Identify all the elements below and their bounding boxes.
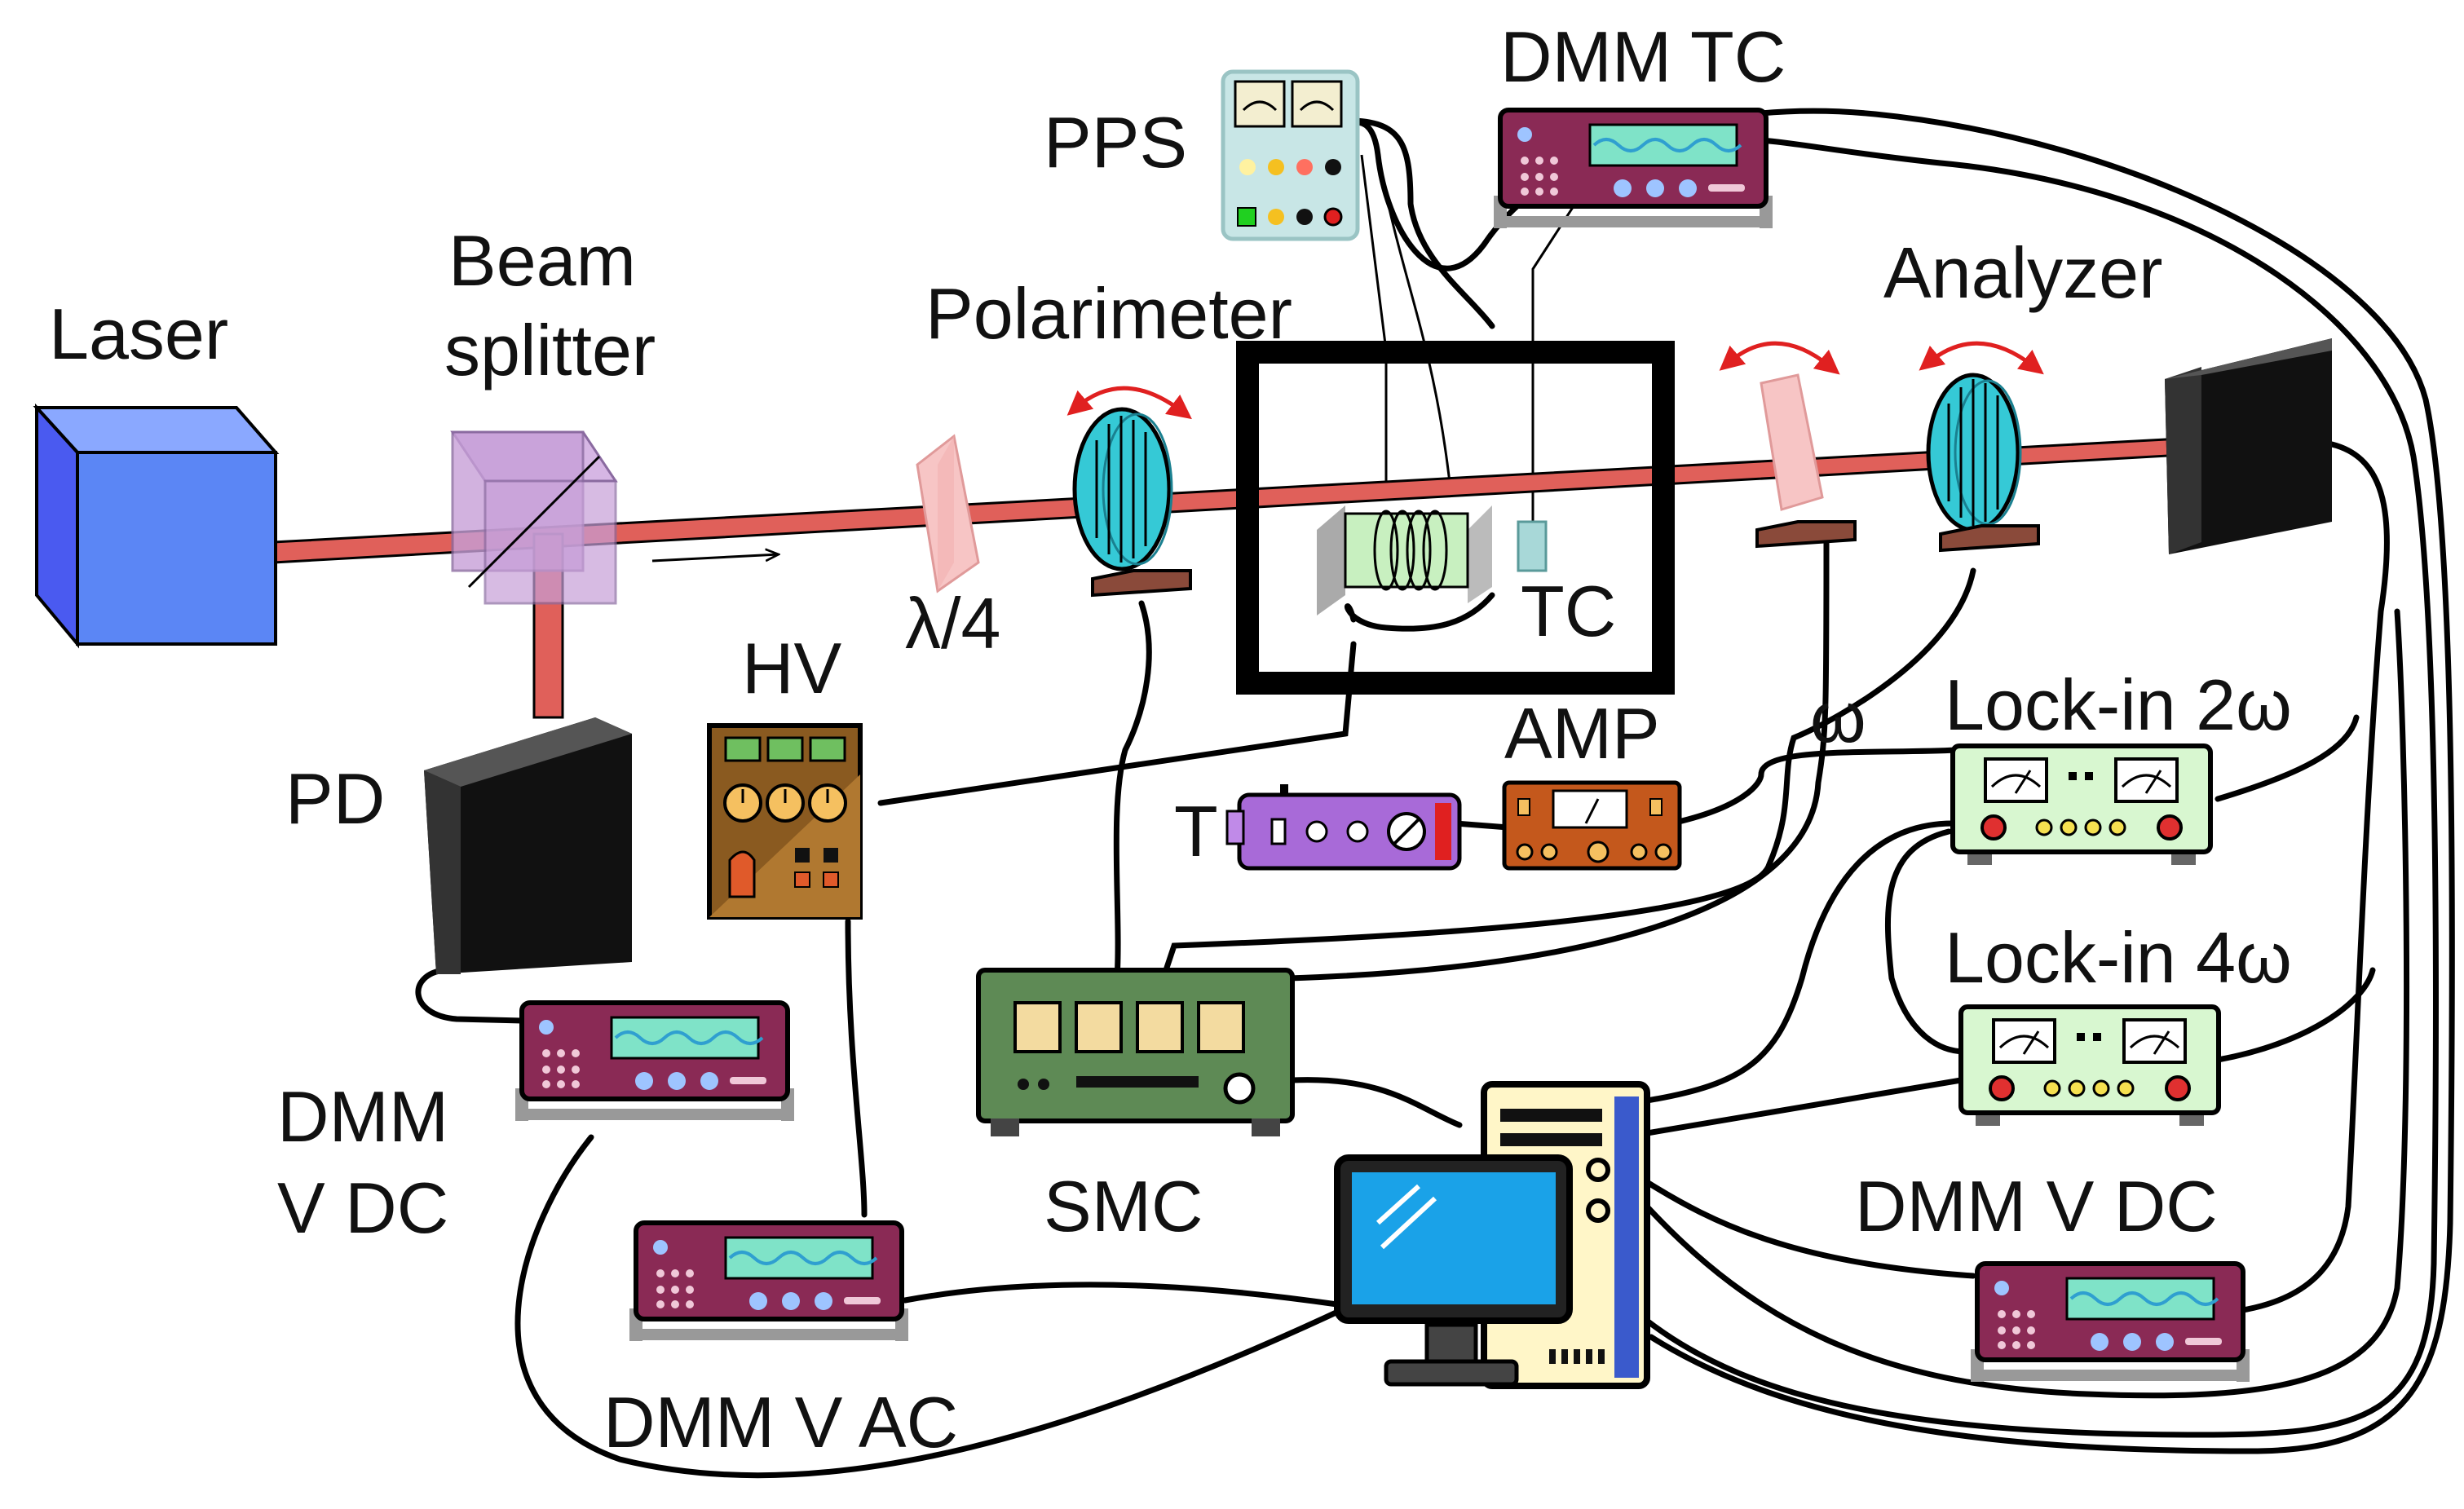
modulator-waveplate-icon xyxy=(1719,341,1857,548)
cables xyxy=(415,108,2455,1479)
photodiode-detector-icon xyxy=(424,717,632,974)
computer-icon xyxy=(1334,1081,1650,1389)
polarimeter-polarizer-icon xyxy=(1066,386,1192,597)
label-beam-splitter-1: Beam xyxy=(448,220,636,301)
waveplate-icon xyxy=(916,434,980,593)
dmm-vdc-right-icon xyxy=(1971,1264,2250,1382)
thermocouple-sensor xyxy=(1517,520,1548,572)
label-amp: AMP xyxy=(1504,693,1660,774)
label-tc: TC xyxy=(1521,571,1616,651)
label-beam-splitter-2: splitter xyxy=(444,310,656,390)
laser-cube-icon xyxy=(33,403,280,649)
label-dmm-vdc-left-1: DMM xyxy=(277,1076,448,1157)
detector-icon-right xyxy=(2165,338,2332,554)
label-dmm-vac: DMM V AC xyxy=(603,1382,958,1463)
magnet-box-icon xyxy=(1236,341,1675,695)
label-hv: HV xyxy=(742,628,842,708)
label-analyzer: Analyzer xyxy=(1883,232,2162,313)
pps-power-supply-icon xyxy=(1221,69,1360,241)
amplifier-icon xyxy=(1502,780,1682,871)
label-lockin-4w: Lock-in 4ω xyxy=(1945,917,2292,998)
dmm-vdc-left-icon xyxy=(515,1003,794,1121)
smc-controller-icon xyxy=(976,968,1295,1136)
label-dmm-tc: DMM TC xyxy=(1500,16,1786,97)
label-pd: PD xyxy=(285,758,385,839)
label-lambda-4: λ/4 xyxy=(905,583,1000,664)
label-t: T xyxy=(1174,791,1218,871)
labels: Laser Beam splitter Polarimeter PPS DMM … xyxy=(49,16,2292,1463)
label-pps: PPS xyxy=(1044,102,1187,183)
lockin-2w-icon xyxy=(1953,746,2210,865)
label-omega: ω xyxy=(1810,677,1866,757)
analyzer-polarizer-icon xyxy=(1919,341,2044,552)
label-lockin-2w: Lock-in 2ω xyxy=(1945,664,2292,745)
label-smc: SMC xyxy=(1044,1166,1203,1246)
hv-power-supply-icon xyxy=(707,723,863,920)
label-dmm-vdc-right: DMM V DC xyxy=(1855,1166,2218,1246)
label-laser: Laser xyxy=(49,293,228,374)
label-polarimeter: Polarimeter xyxy=(925,273,1292,354)
dmm-vac-icon xyxy=(629,1223,908,1341)
lockin-4w-icon xyxy=(1961,1007,2219,1126)
temperature-controller-icon xyxy=(1225,784,1462,871)
beam-splitter-icon xyxy=(450,430,618,605)
dmm-tc-icon xyxy=(1494,110,1773,228)
label-dmm-vdc-left-2: V DC xyxy=(277,1167,448,1248)
